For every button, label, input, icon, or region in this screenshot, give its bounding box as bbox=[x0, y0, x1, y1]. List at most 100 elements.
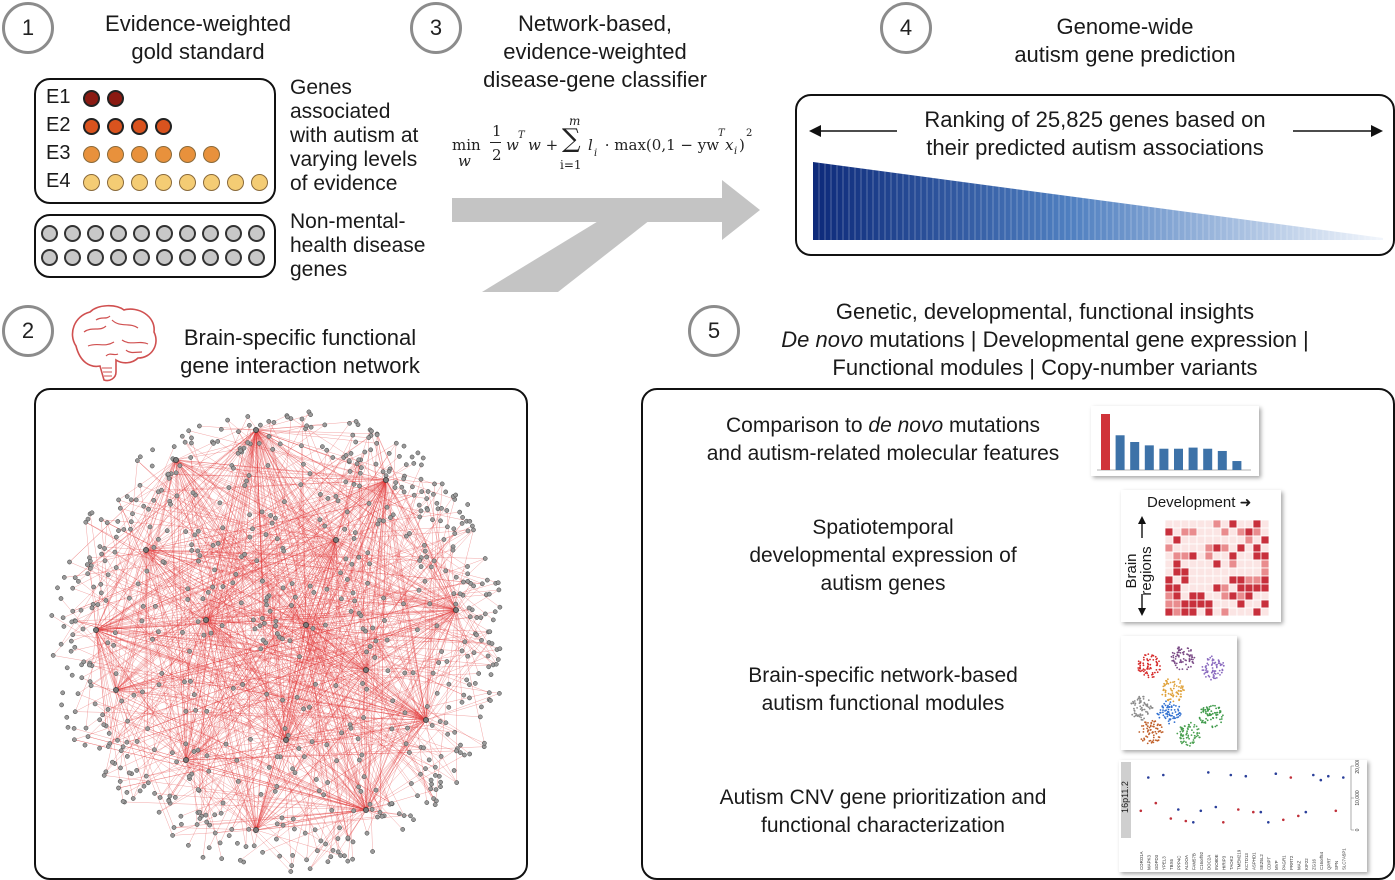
step-4-title: Genome-wide autism gene prediction bbox=[990, 13, 1260, 69]
cnv-gene-label: MAPK3 bbox=[1146, 855, 1151, 870]
heatmap-cell bbox=[1212, 583, 1222, 593]
heatmap-cell bbox=[1236, 551, 1246, 561]
cnv-gene-point bbox=[1184, 819, 1188, 823]
network-hub bbox=[203, 617, 209, 623]
non-mental-gene-dot bbox=[87, 225, 104, 242]
cnv-gene-point bbox=[1147, 776, 1150, 779]
heatmap-cell bbox=[1212, 527, 1222, 537]
heatmap-cell bbox=[1204, 527, 1214, 537]
insight-cnv-line: Autism CNV gene prioritization and bbox=[719, 786, 1047, 809]
heatmap-cell bbox=[1212, 520, 1222, 529]
heatmap-cell bbox=[1212, 567, 1222, 577]
evidence-gene-dot bbox=[131, 174, 148, 191]
autism-genes-description: Genes associated with autism at varying … bbox=[290, 76, 418, 196]
heatmap-cell bbox=[1252, 535, 1262, 545]
non-mental-gene-dot bbox=[156, 249, 173, 266]
heatmap-cell bbox=[1196, 543, 1206, 553]
heatmap-cell bbox=[1172, 575, 1182, 585]
heatmap-cell bbox=[1252, 559, 1262, 569]
cnv-gene-label: ALDOA bbox=[1184, 855, 1189, 870]
ranking-wedge bbox=[813, 162, 1383, 240]
heatmap-cell bbox=[1236, 591, 1246, 601]
cnv-gene-point bbox=[1229, 773, 1233, 777]
module-cluster bbox=[1161, 678, 1185, 703]
ranking-text: Ranking of 25,825 genes based on their p… bbox=[897, 106, 1293, 162]
evidence-gene-dot bbox=[155, 146, 172, 163]
evidence-gene-dot bbox=[203, 146, 220, 163]
heatmap-cell bbox=[1244, 607, 1254, 616]
heatmap-cell bbox=[1252, 607, 1262, 616]
de-novo-bar bbox=[1101, 414, 1110, 470]
step-5-title: Genetic, developmental, functional insig… bbox=[740, 298, 1350, 382]
cnv-gene-label: KIF22 bbox=[1304, 858, 1309, 870]
heatmap-cell bbox=[1180, 567, 1190, 577]
non-mental-health-box bbox=[34, 214, 276, 278]
cnv-gene-label: PRRT2 bbox=[1289, 855, 1294, 870]
de-novo-bar bbox=[1144, 445, 1154, 470]
formula-sum-top: m bbox=[569, 114, 581, 128]
step-2-title-line: gene interaction network bbox=[180, 353, 420, 378]
step-3-title-line: disease-gene classifier bbox=[483, 67, 707, 92]
heatmap-cell bbox=[1252, 575, 1262, 585]
heatmap-cell bbox=[1260, 543, 1269, 553]
insights-box: Comparison to de novo mutations and auti… bbox=[641, 388, 1395, 880]
evidence-gene-dot bbox=[155, 118, 172, 135]
heatmap-cell bbox=[1220, 535, 1230, 545]
non-mental-gene-dot bbox=[64, 225, 81, 242]
heatmap-cell bbox=[1180, 607, 1190, 616]
cnv-gene-label: DOC2A bbox=[1206, 855, 1211, 870]
heatmap-cell bbox=[1180, 527, 1190, 537]
heatmap-cell bbox=[1244, 583, 1254, 593]
heatmap-cell bbox=[1260, 559, 1269, 569]
insight-expression-line: developmental expression of bbox=[749, 544, 1017, 567]
insight-italic: de novo bbox=[868, 414, 944, 437]
cnv-gene-point bbox=[1267, 821, 1270, 824]
step-4-title-line: autism gene prediction bbox=[1014, 42, 1236, 67]
classifier-arrow bbox=[452, 180, 760, 292]
heatmap-cell bbox=[1228, 535, 1238, 545]
heatmap-cell bbox=[1244, 520, 1254, 529]
cnv-gene-point bbox=[1342, 776, 1345, 779]
cnv-gene-label: TMEM219 bbox=[1236, 849, 1241, 870]
heatmap-cell bbox=[1180, 599, 1190, 609]
cnv-gene-point bbox=[1297, 814, 1300, 818]
network-hub bbox=[173, 457, 179, 463]
heatmap-cell bbox=[1212, 559, 1222, 569]
heatmap-cell bbox=[1165, 607, 1174, 616]
non-mental-line: health disease bbox=[290, 234, 426, 257]
heatmap-cell bbox=[1252, 527, 1262, 537]
heatmap-cell bbox=[1188, 543, 1198, 553]
non-mental-gene-dot bbox=[133, 225, 150, 242]
brain-icon bbox=[71, 304, 157, 382]
heatmap-cell bbox=[1172, 527, 1182, 537]
evidence-gene-dot bbox=[107, 118, 124, 135]
step-5-subtitle-italic: De novo bbox=[781, 327, 864, 352]
heatmap-cell bbox=[1165, 583, 1174, 593]
heatmap-cell bbox=[1228, 583, 1238, 593]
cnv-gene-label: TBX6 bbox=[1169, 858, 1174, 870]
step-2-title-line: Brain-specific functional bbox=[183, 325, 417, 350]
de-novo-bar bbox=[1203, 448, 1213, 470]
cnv-gene-label: QPRT bbox=[1326, 858, 1331, 870]
heatmap-cell bbox=[1220, 543, 1230, 553]
heatmap-cell bbox=[1228, 591, 1238, 601]
heatmap-cell bbox=[1188, 535, 1198, 545]
heatmap-cell bbox=[1228, 520, 1238, 529]
cnv-gene-point bbox=[1304, 810, 1308, 814]
heatmap-cell bbox=[1260, 520, 1269, 529]
heatmap-cell bbox=[1196, 559, 1206, 569]
heatmap-cell bbox=[1260, 607, 1269, 616]
heatmap-cell bbox=[1236, 520, 1246, 529]
non-mental-gene-dot bbox=[133, 249, 150, 266]
non-mental-gene-dot bbox=[110, 249, 127, 266]
heatmap-cell bbox=[1228, 543, 1238, 553]
heatmap-cell bbox=[1244, 575, 1254, 585]
cnv-gene-point bbox=[1319, 778, 1323, 782]
cnv-gene-label: ASPHD1 bbox=[1251, 852, 1256, 870]
de-novo-bar bbox=[1217, 450, 1227, 470]
arrow-right-icon: ➜ bbox=[1239, 494, 1252, 510]
formula-term-sub: i bbox=[594, 148, 598, 159]
heatmap-cell bbox=[1252, 591, 1262, 601]
cnv-gene-label: CORO1A bbox=[1139, 851, 1144, 870]
insight-expression-line: autism genes bbox=[820, 572, 946, 595]
